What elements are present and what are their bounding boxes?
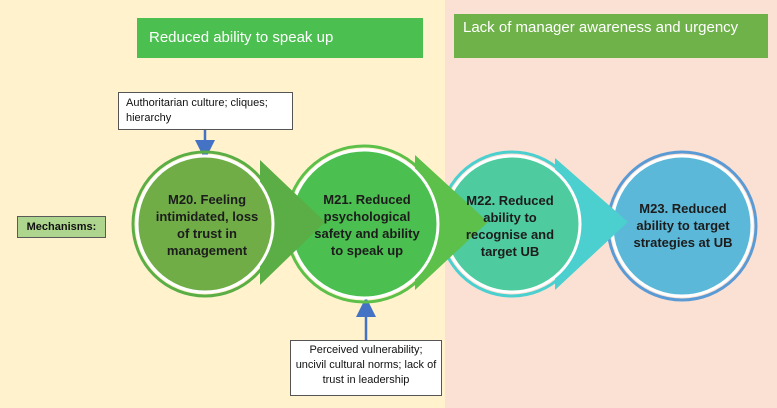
m20-label: M20. Feeling intimidated, loss of trust … (155, 192, 259, 258)
mechanisms-label: Mechanisms: (17, 216, 106, 238)
bottom-influence-box: Perceived vulnerability; uncivil cultura… (290, 340, 442, 396)
m20-shape (131, 150, 325, 298)
manager-awareness-banner: Lack of manager awareness and urgency (454, 14, 768, 58)
top-influence-box: Authoritarian culture; cliques; hierarch… (118, 92, 293, 130)
m21-shape (284, 144, 488, 304)
m22-label: M22. Reduced ability to recognise and ta… (465, 193, 555, 259)
speak-up-banner: Reduced ability to speak up (137, 18, 423, 58)
m21-label: M21. Reduced psychological safety and ab… (314, 192, 420, 258)
m23-label: M23. Reduced ability to target strategie… (633, 200, 733, 250)
